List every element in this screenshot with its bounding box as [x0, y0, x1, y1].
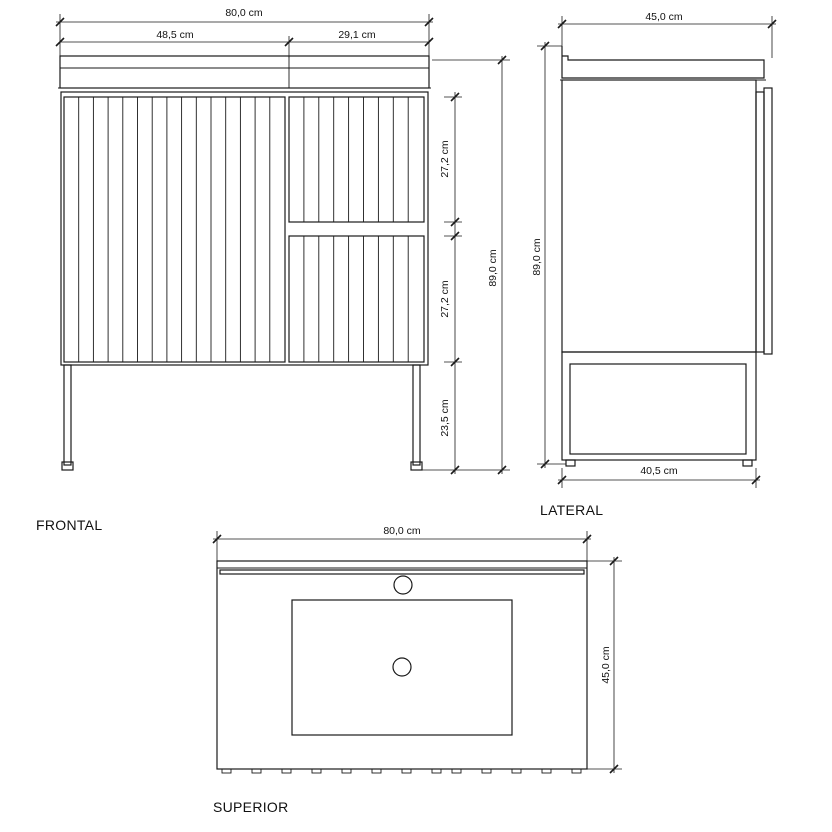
side-height-label: 89,0 cm — [531, 238, 543, 276]
lateral-view — [560, 46, 773, 467]
top-basin — [291, 599, 513, 736]
slat-end — [341, 768, 352, 774]
front-left-door-slats — [78, 97, 271, 362]
slat-end — [481, 768, 492, 774]
top-countertop — [216, 560, 588, 770]
frontal-view-label: FRONTAL — [36, 517, 102, 533]
side-back-foot — [565, 459, 576, 467]
slat-end — [251, 768, 262, 774]
side-front-foot — [742, 459, 753, 467]
slat-end — [281, 768, 292, 774]
slat-end — [401, 768, 412, 774]
superior-view — [216, 560, 588, 774]
top-front-slat-ends — [221, 768, 582, 774]
front-left-width-label: 48,5 cm — [156, 29, 194, 41]
front-right-leg — [412, 364, 421, 466]
front-left-door — [63, 96, 286, 363]
side-door-edge — [755, 91, 765, 353]
lateral-dimensions: 45,0 cm 89,0 cm 40,5 cm — [531, 11, 777, 488]
frontal-dimensions: 80,0 cm 48,5 cm 29,1 cm 27,2 cm 27,2 cm … — [55, 7, 510, 475]
side-depth-top-label: 45,0 cm — [645, 11, 683, 23]
front-bottom-drawer-slats — [303, 236, 409, 362]
front-right-foot — [410, 461, 423, 471]
top-back-edge — [219, 569, 585, 575]
side-base-frame — [561, 351, 757, 461]
slat-end — [431, 768, 442, 774]
front-total-height-label: 89,0 cm — [487, 249, 499, 287]
front-cabinet-body — [60, 91, 429, 366]
front-countertop — [59, 55, 430, 89]
top-depth-label: 45,0 cm — [600, 646, 612, 684]
side-countertop — [561, 46, 765, 79]
top-width-label: 80,0 cm — [383, 525, 421, 537]
front-top-drawer-slats — [303, 97, 409, 222]
lateral-view-label: LATERAL — [540, 502, 603, 518]
front-bottom-drawer — [288, 235, 425, 363]
faucet-hole-icon — [393, 575, 413, 595]
frontal-view — [58, 55, 431, 471]
side-base-opening — [569, 363, 747, 455]
slat-end — [221, 768, 232, 774]
slat-end — [451, 768, 462, 774]
leg-height-label: 23,5 cm — [439, 399, 451, 437]
front-total-width-label: 80,0 cm — [225, 7, 263, 19]
drawer-top-height-label: 27,2 cm — [439, 140, 451, 178]
drawer-bottom-height-label: 27,2 cm — [439, 280, 451, 318]
side-cabinet-body — [561, 79, 757, 353]
slat-end — [511, 768, 522, 774]
front-top-drawer — [288, 96, 425, 223]
superior-dimensions: 80,0 cm 45,0 cm — [212, 525, 622, 774]
side-depth-base-label: 40,5 cm — [640, 465, 678, 477]
side-door-pull — [763, 87, 773, 355]
front-left-foot — [61, 461, 74, 471]
slat-end — [311, 768, 322, 774]
drain-hole-icon — [392, 657, 412, 677]
front-left-leg — [63, 364, 72, 466]
front-right-width-label: 29,1 cm — [338, 29, 376, 41]
slat-end — [571, 768, 582, 774]
superior-view-label: SUPERIOR — [213, 799, 289, 815]
slat-end — [371, 768, 382, 774]
slat-end — [541, 768, 552, 774]
